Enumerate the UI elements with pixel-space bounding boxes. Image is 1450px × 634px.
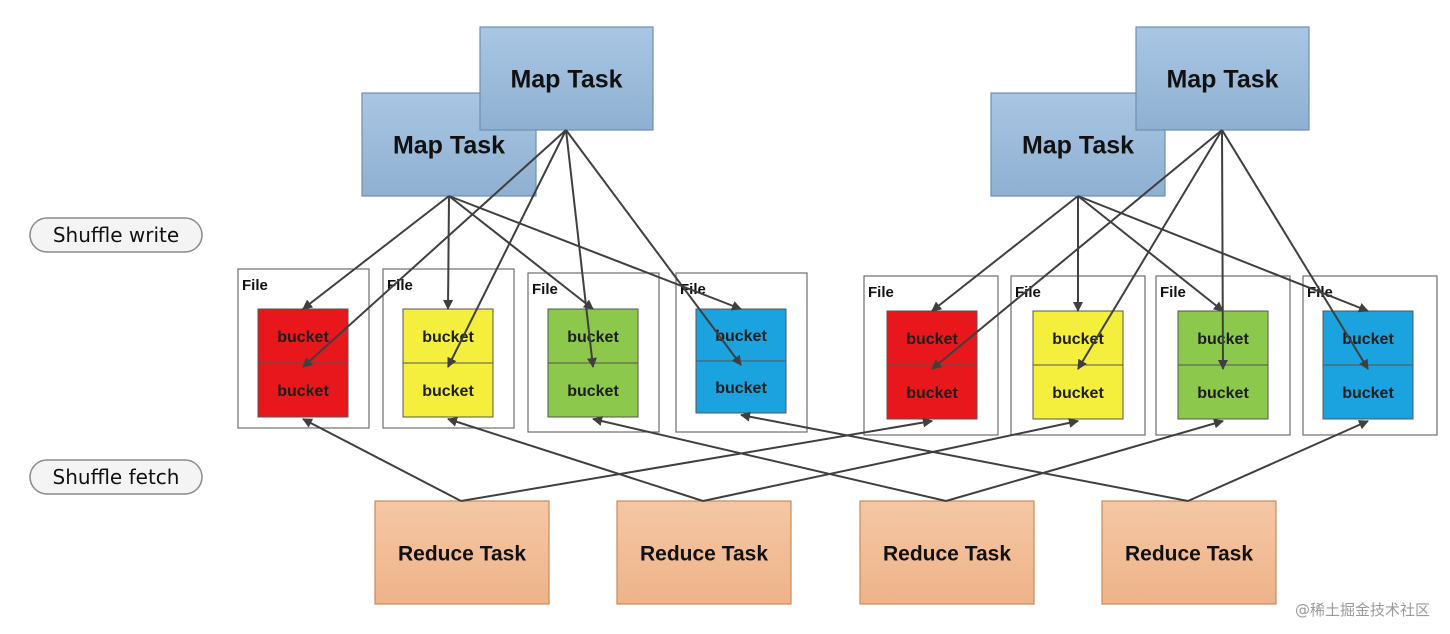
file-label: File	[387, 277, 413, 294]
bucket: bucket	[695, 308, 787, 362]
bucket-label: bucket	[1342, 385, 1394, 402]
reduce-fetch-arrow	[302, 418, 462, 502]
bucket: bucket	[402, 308, 494, 364]
bucket-label: bucket	[567, 383, 619, 400]
watermark: @稀土掘金技术社区	[1294, 601, 1430, 619]
reduce-fetch-arrow	[945, 418, 1224, 502]
map-to-bucket-arrow	[302, 129, 567, 368]
bucket-label: bucket	[715, 380, 767, 397]
bucket-label: bucket	[906, 331, 958, 348]
file-label: File	[1015, 284, 1041, 301]
arrows-layer	[302, 129, 1369, 502]
map-to-bucket-arrow	[447, 129, 567, 368]
file-label: File	[242, 277, 268, 294]
map-to-bucket-arrow	[565, 129, 742, 366]
reduce-fetch-arrow	[740, 411, 1189, 502]
reduce-task-label: Reduce Task	[1125, 543, 1253, 566]
map-task-label: Map Task	[1022, 132, 1134, 160]
bucket: bucket	[257, 362, 349, 418]
map-to-bucket-arrow	[931, 129, 1223, 370]
bucket: bucket	[695, 360, 787, 414]
file-container: File bucket bucket	[237, 268, 370, 429]
bucket-label: bucket	[906, 385, 958, 402]
map-to-bucket-arrow	[443, 195, 454, 310]
map-to-bucket-arrow	[302, 195, 450, 310]
bucket: bucket	[1032, 364, 1124, 420]
reduce-fetch-arrow	[702, 417, 1079, 502]
file-label: File	[532, 281, 558, 298]
shuffle-fetch-pill: Shuffle fetch	[29, 459, 203, 495]
map-task: Map Task	[990, 92, 1166, 197]
bucket-label: bucket	[715, 328, 767, 345]
map-task-label: Map Task	[510, 66, 622, 94]
bucket-label: bucket	[422, 383, 474, 400]
shuffle-fetch-label: Shuffle fetch	[53, 465, 180, 489]
bucket: bucket	[1032, 310, 1124, 366]
bucket: bucket	[1322, 364, 1414, 420]
file-container: File bucket bucket	[527, 272, 660, 433]
bucket-label: bucket	[1052, 331, 1104, 348]
reduce-fetch-arrow	[447, 416, 704, 502]
file-label: File	[868, 284, 894, 301]
map-to-bucket-arrow	[1221, 129, 1369, 370]
bucket: bucket	[1177, 364, 1269, 420]
bucket-label: bucket	[1052, 385, 1104, 402]
reduce-fetch-arrow	[1187, 420, 1369, 502]
map-to-bucket-arrow	[1077, 129, 1223, 370]
shuffle-write-label: Shuffle write	[53, 223, 179, 247]
map-task-label: Map Task	[1166, 66, 1278, 94]
file-container: File bucket bucket	[863, 275, 999, 436]
reduce-task-label: Reduce Task	[883, 543, 1011, 566]
bucket: bucket	[402, 362, 494, 418]
map-task: Map Task	[1135, 26, 1310, 131]
files-layer: File bucket bucket File bucket bucket File buck…	[237, 268, 1438, 436]
map-task-label: Map Task	[393, 132, 505, 160]
reduce-task: Reduce Task	[859, 500, 1035, 605]
bucket: bucket	[886, 364, 978, 420]
bucket-label: bucket	[567, 329, 619, 346]
file-label: File	[1160, 284, 1186, 301]
reduce-task-label: Reduce Task	[398, 543, 526, 566]
reduce-task: Reduce Task	[616, 500, 792, 605]
map-to-bucket-arrow	[1217, 129, 1228, 370]
map-to-bucket-arrow	[1077, 195, 1224, 312]
bucket-label: bucket	[1342, 331, 1394, 348]
map-to-bucket-arrow	[565, 129, 597, 368]
bucket: bucket	[547, 362, 639, 418]
map-task: Map Task	[479, 26, 654, 131]
bucket-label: bucket	[277, 329, 329, 346]
reduce-task: Reduce Task	[1101, 500, 1277, 605]
bucket-label: bucket	[277, 383, 329, 400]
bucket: bucket	[547, 308, 639, 364]
reduce-tasks-layer: Reduce Task Reduce Task Reduce Task Reduce …	[374, 500, 1277, 605]
reduce-task-label: Reduce Task	[640, 543, 768, 566]
reduce-task: Reduce Task	[374, 500, 550, 605]
map-to-bucket-arrow	[931, 195, 1079, 312]
shuffle-write-pill: Shuffle write	[29, 217, 203, 253]
bucket-label: bucket	[1197, 385, 1249, 402]
reduce-fetch-arrow	[592, 416, 947, 502]
reduce-fetch-arrow	[460, 417, 933, 502]
bucket: bucket	[886, 310, 978, 366]
bucket: bucket	[257, 308, 349, 364]
map-to-bucket-arrow	[448, 195, 742, 311]
